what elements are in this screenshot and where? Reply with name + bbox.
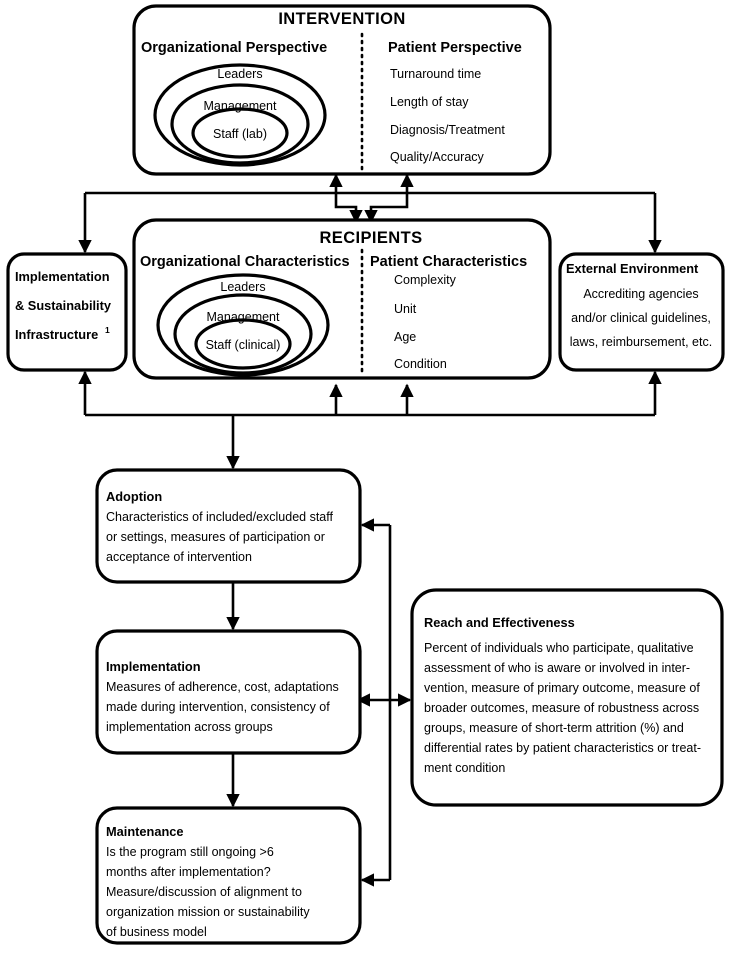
organizational-perspective-heading: Organizational Perspective	[141, 40, 327, 56]
implementation-line-0: Measures of adherence, cost, adaptations	[106, 680, 339, 694]
intervention-heading: INTERVENTION	[278, 10, 405, 28]
adoption-box[interactable]: Adoption Characteristics of included/exc…	[95, 468, 362, 584]
patient-perspective-item-3: Quality/Accuracy	[390, 150, 485, 164]
infrastructure-line-2: & Sustainability	[15, 298, 112, 313]
maintenance-line-4: of business model	[106, 925, 207, 939]
patient-characteristics-item-0: Complexity	[394, 273, 457, 287]
connectors-rameflow	[226, 518, 412, 887]
reach-line-2: vention, measure of primary outcome, mea…	[424, 681, 700, 695]
patient-perspective-heading: Patient Perspective	[388, 40, 522, 56]
adoption-box-outline	[95, 468, 362, 584]
patient-characteristics-item-3: Condition	[394, 357, 447, 371]
external-environment-line-3: laws, reimbursement, etc.	[570, 335, 712, 349]
adoption-line-1: or settings, measures of participation o…	[106, 530, 325, 544]
staff-ellipse-intervention	[191, 107, 289, 159]
recipients-level-leaders: Leaders	[220, 280, 265, 294]
external-environment-box-outline	[558, 252, 725, 372]
maintenance-line-0: Is the program still ongoing >6	[106, 845, 274, 859]
reach-line-1: assessment of who is aware or involved i…	[424, 661, 690, 675]
connectors-top	[78, 173, 662, 254]
maintenance-heading: Maintenance	[106, 824, 184, 839]
implementation-heading: Implementation	[106, 659, 201, 674]
infrastructure-box[interactable]: Implementation & Sustainability Infrastr…	[6, 252, 128, 372]
infrastructure-footnote-marker: 1	[105, 325, 110, 335]
implementation-box-outline	[95, 629, 362, 755]
maintenance-box[interactable]: Maintenance Is the program still ongoing…	[95, 806, 362, 945]
staff-ellipse-recipients	[194, 318, 292, 370]
intervention-level-leaders: Leaders	[217, 67, 262, 81]
recipients-heading: RECIPIENTS	[319, 229, 422, 247]
infrastructure-box-outline	[6, 252, 128, 372]
maintenance-line-2: Measure/discussion of alignment to	[106, 885, 302, 899]
adoption-heading: Adoption	[106, 489, 162, 504]
recipients-level-management: Management	[207, 310, 280, 324]
recipients-box[interactable]: RECIPIENTS Organizational Characteristic…	[132, 218, 552, 380]
patient-characteristics-heading: Patient Characteristics	[370, 254, 527, 270]
external-environment-box[interactable]: External Environment Accrediting agencie…	[558, 252, 725, 372]
intervention-box[interactable]: INTERVENTION Organizational Perspective …	[132, 4, 552, 176]
reach-heading: Reach and Effectiveness	[424, 615, 575, 630]
patient-perspective-item-0: Turnaround time	[390, 67, 481, 81]
reach-line-5: differential rates by patient characteri…	[424, 741, 701, 755]
implementation-line-2: implementation across groups	[106, 720, 273, 734]
patient-perspective-item-1: Length of stay	[390, 95, 469, 109]
adoption-line-0: Characteristics of included/excluded sta…	[106, 510, 333, 524]
implementation-box[interactable]: Implementation Measures of adherence, co…	[95, 629, 362, 755]
infrastructure-line-3: Infrastructure	[15, 327, 98, 342]
intervention-level-staff: Staff (lab)	[213, 127, 267, 141]
reach-effectiveness-box[interactable]: Reach and Effectiveness Percent of indiv…	[410, 588, 724, 807]
recipients-level-staff: Staff (clinical)	[206, 338, 281, 352]
implementation-line-1: made during intervention, consistency of	[106, 700, 330, 714]
reach-line-4: groups, measure of short-term attrition …	[424, 721, 684, 735]
external-environment-line-2: and/or clinical guidelines,	[571, 311, 711, 325]
reach-box-outline	[410, 588, 724, 807]
connectors-bottom	[78, 370, 662, 470]
maintenance-line-1: months after implementation?	[106, 865, 271, 879]
external-environment-heading: External Environment	[566, 261, 699, 276]
patient-perspective-item-2: Diagnosis/Treatment	[390, 123, 505, 137]
intervention-level-management: Management	[204, 99, 277, 113]
arrow-down-recipients-right	[364, 193, 409, 224]
reach-line-0: Percent of individuals who participate, …	[424, 641, 694, 655]
patient-characteristics-item-2: Age	[394, 330, 416, 344]
arrow-down-recipients-left	[334, 193, 363, 224]
patient-characteristics-item-1: Unit	[394, 302, 417, 316]
maintenance-line-3: organization mission or sustainability	[106, 905, 310, 919]
infrastructure-line-1: Implementation	[15, 269, 110, 284]
organizational-characteristics-heading: Organizational Characteristics	[140, 254, 350, 270]
adoption-line-2: acceptance of intervention	[106, 550, 252, 564]
external-environment-line-1: Accrediting agencies	[583, 287, 698, 301]
maintenance-box-outline	[95, 806, 362, 945]
reach-line-6: ment condition	[424, 761, 505, 775]
reach-line-3: broader outcomes, measure of robustness …	[424, 701, 699, 715]
